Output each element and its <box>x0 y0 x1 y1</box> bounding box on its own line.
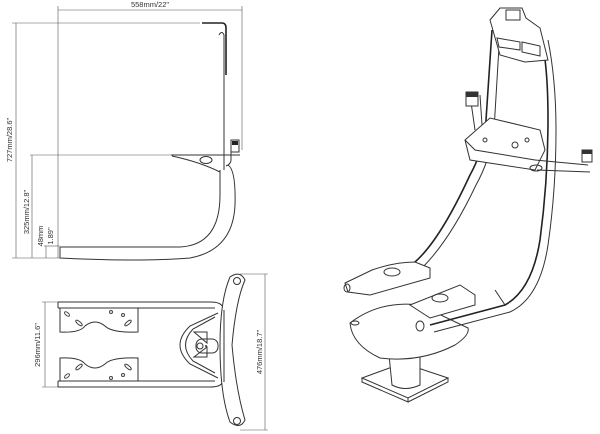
frame-tube-inner <box>60 170 221 248</box>
back-upright-tube <box>218 32 225 170</box>
mount-plate-top <box>59 308 139 333</box>
overall-width-label: 476mm/18.7" <box>255 329 264 374</box>
foot-height-in-label: 1.89" <box>46 227 55 245</box>
mount-holes <box>64 310 132 380</box>
height-dimension-label: 727mm/28.6" <box>5 117 14 162</box>
pivot-plate <box>195 338 219 354</box>
logo-badge-icon <box>529 164 543 172</box>
crossbar-end-top <box>233 277 241 285</box>
seat-plate <box>349 303 469 360</box>
end-cap <box>230 139 240 153</box>
frame-tube-outer <box>59 164 236 261</box>
seat-bracket-top <box>179 312 219 379</box>
bracket-cutouts <box>192 331 208 358</box>
tray-bracket <box>464 117 546 171</box>
crossbar-end-bottom <box>233 417 241 425</box>
back-upright <box>202 22 227 75</box>
top-view: 296mm/11.6" 476mm/18.7" <box>33 273 268 431</box>
isometric-view <box>343 7 593 403</box>
rail-bottom <box>57 380 223 388</box>
upper-loop <box>489 7 549 63</box>
mount-plate-bottom <box>59 357 139 381</box>
rail-top <box>57 301 223 309</box>
logo-badge-icon <box>199 156 213 164</box>
side-view: 558mm/22" 727mm/28.6" 325mm/12.8" 48mm 1… <box>5 0 243 261</box>
inner-width-label: 296mm/11.6" <box>33 323 42 367</box>
pivot-bolt <box>205 345 207 347</box>
foot-height-mm-label: 48mm <box>36 226 45 247</box>
lower-left-bracket <box>344 261 431 296</box>
right-tube <box>429 34 549 326</box>
seat-height-label: 325mm/12.8" <box>22 189 31 234</box>
end-cap-top <box>232 141 238 145</box>
seat-bracket <box>171 152 240 173</box>
pivot-hole <box>196 342 204 350</box>
crossbar <box>219 273 246 426</box>
width-dimension-label: 558mm/22" <box>131 0 169 9</box>
